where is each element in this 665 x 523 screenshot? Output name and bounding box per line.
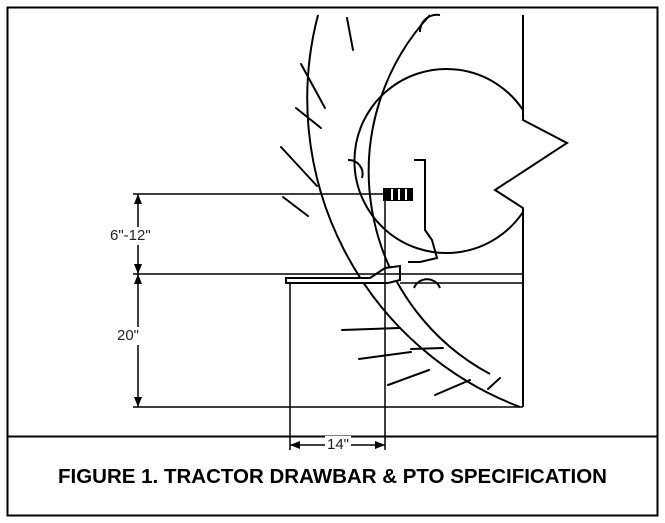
tractor-body-outline — [353, 15, 569, 407]
dimension-lines — [133, 193, 523, 450]
dimension-label-drawbar-ground: 20" — [117, 327, 140, 345]
dimension-label-drawbar-height: 6"-12" — [110, 227, 151, 245]
tractor-rear-wheel — [306, 13, 521, 408]
dimension-label-pto-hitch: 14" — [325, 436, 352, 454]
figure-border — [6, 6, 659, 517]
figure-caption: FIGURE 1. TRACTOR DRAWBAR & PTO SPECIFIC… — [58, 464, 607, 488]
dimension-arrowheads — [134, 194, 385, 449]
pto-stripes — [391, 189, 407, 200]
